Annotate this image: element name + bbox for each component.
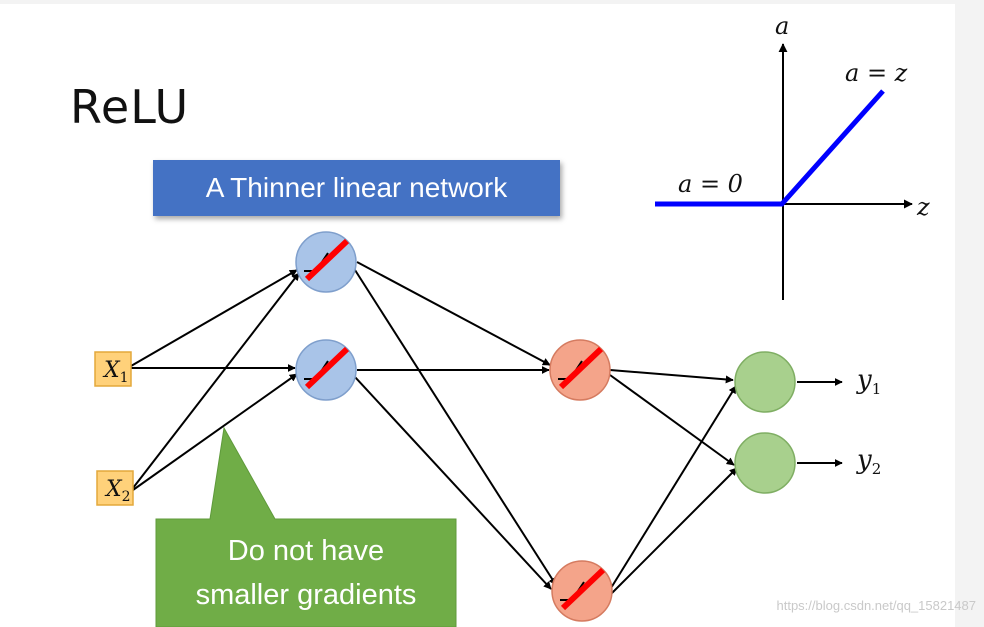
input-node-x2: X2 bbox=[96, 470, 134, 506]
relu-positive-segment bbox=[779, 89, 885, 207]
edge-x1-h1 bbox=[130, 269, 298, 367]
edge-h4-o1 bbox=[610, 385, 737, 589]
input-node-x1: X1 bbox=[94, 351, 132, 387]
hidden-node-3 bbox=[549, 339, 611, 401]
edge-h1-h4 bbox=[354, 269, 557, 586]
edge-h4-o2 bbox=[611, 467, 738, 594]
output-node-1 bbox=[734, 351, 796, 413]
callout-bubble bbox=[155, 426, 457, 627]
edge-x2-h2 bbox=[132, 373, 298, 491]
page-title: ReLU bbox=[70, 80, 190, 134]
relu-x-axis-label: z bbox=[916, 193, 930, 221]
edge-h1-h3 bbox=[356, 261, 551, 366]
relu-zero-label: a = 0 bbox=[678, 170, 743, 198]
edge-x2-h1 bbox=[132, 272, 300, 489]
edges-layer bbox=[130, 261, 843, 594]
svg-text:X1: X1 bbox=[102, 358, 129, 386]
callout-text: Do not have smaller gradients bbox=[156, 519, 456, 627]
relu-y-axis-label: a bbox=[775, 12, 789, 40]
strike-icon bbox=[304, 238, 350, 282]
relu-graph: a z a = z a = 0 bbox=[655, 12, 930, 300]
input-x1-sub: 1 bbox=[120, 370, 129, 386]
callout-line-1: Do not have bbox=[227, 535, 385, 567]
output-label-y2: y2 bbox=[856, 445, 881, 478]
strike-icon bbox=[558, 346, 604, 390]
output-y1-text: y bbox=[856, 365, 872, 395]
input-x2-sub: 2 bbox=[122, 489, 131, 505]
callout-line-2: smaller gradients bbox=[195, 579, 417, 611]
input-x1-label: X bbox=[102, 358, 121, 383]
edge-h2-h4 bbox=[354, 376, 552, 590]
edge-h3-o2 bbox=[609, 374, 735, 466]
output-node-2 bbox=[734, 432, 796, 494]
strike-icon bbox=[560, 567, 606, 611]
output-y2-sub: 2 bbox=[872, 460, 882, 478]
strike-icon bbox=[304, 346, 350, 390]
thinner-network-banner: A Thinner linear network bbox=[153, 160, 560, 216]
hidden-node-4 bbox=[551, 560, 613, 622]
hidden-node-1 bbox=[295, 231, 357, 293]
watermark: https://blog.csdn.net/qq_15821487 bbox=[776, 598, 977, 613]
svg-text:X2: X2 bbox=[104, 477, 131, 505]
edge-h3-o1 bbox=[609, 369, 734, 384]
hidden-node-2 bbox=[295, 339, 357, 401]
output-label-y1: y1 bbox=[856, 365, 881, 398]
output-y2-text: y bbox=[856, 445, 872, 475]
output-y1-sub: 1 bbox=[872, 380, 882, 398]
relu-positive-label: a = z bbox=[845, 59, 908, 87]
input-x2-label: X bbox=[104, 477, 123, 502]
